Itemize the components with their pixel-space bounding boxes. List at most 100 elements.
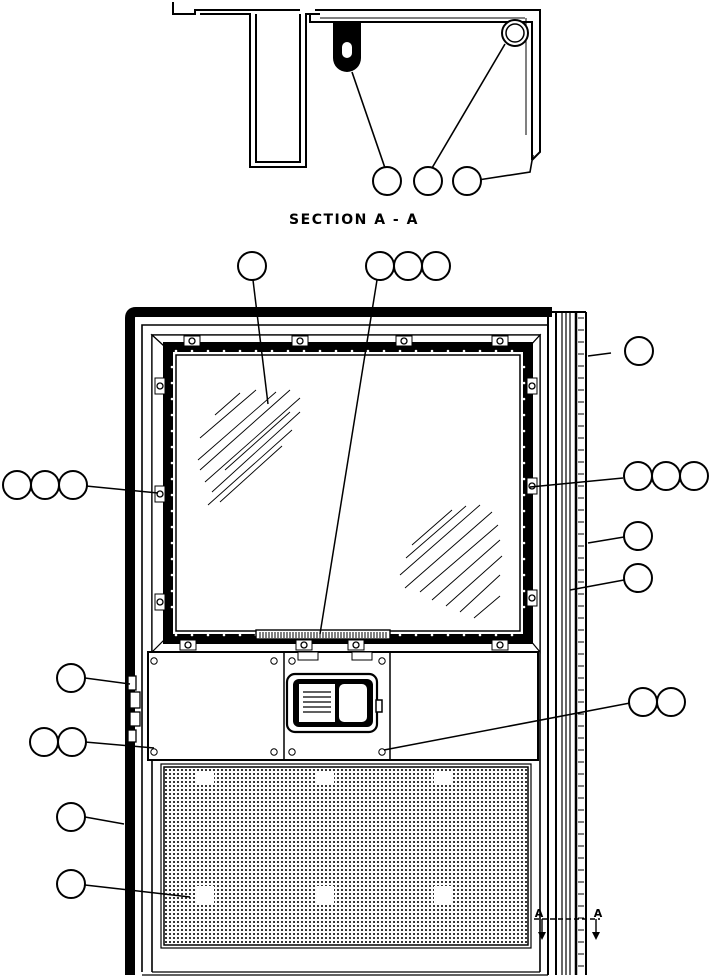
callout-bubble <box>58 470 88 500</box>
frame-screw <box>400 337 408 345</box>
gasket-rivet <box>522 541 526 545</box>
callout-bubble <box>623 521 653 551</box>
left-fastener-callout <box>2 470 88 500</box>
gasket-rivet <box>170 589 174 593</box>
door-edge-callout <box>56 802 86 832</box>
gasket-rivet <box>522 573 526 577</box>
callout-bubble <box>2 470 32 500</box>
leader-lines <box>84 279 631 898</box>
gasket-rivet <box>270 349 274 353</box>
gasket-rivet <box>170 461 174 465</box>
gasket-rivet <box>302 349 306 353</box>
panel-screw <box>270 748 278 756</box>
frame-screw <box>156 490 164 498</box>
section-a-a-detail <box>172 2 541 196</box>
callout-bubble <box>56 802 86 832</box>
gasket-rivet <box>170 509 174 513</box>
callout-bubble <box>413 166 443 196</box>
frame-screw <box>188 337 196 345</box>
panel-screw-right-callout <box>628 687 686 717</box>
gasket-rivet <box>170 525 174 529</box>
gasket-rivet <box>522 445 526 449</box>
door-elevation: A A <box>125 307 603 976</box>
gasket-rivet <box>206 633 210 637</box>
panel-screw <box>378 657 386 665</box>
section-marker-left: A <box>535 907 544 920</box>
callout-bubble <box>372 166 402 196</box>
gasket-rivet <box>190 633 194 637</box>
gasket-rivet <box>398 349 402 353</box>
gasket-rivet <box>478 349 482 353</box>
gasket-rivet <box>522 509 526 513</box>
section-title: SECTION A - A <box>289 212 419 228</box>
frame-screw <box>528 382 536 390</box>
gasket-rivet <box>522 525 526 529</box>
callout-bubble <box>623 461 653 491</box>
callout-bubble <box>651 461 681 491</box>
door-outer-edge <box>125 307 552 975</box>
gasket-rivet <box>366 349 370 353</box>
gasket-rivet <box>522 605 526 609</box>
callout-bubble <box>30 470 60 500</box>
gasket-rivet <box>170 381 174 385</box>
glass-callout <box>237 251 267 281</box>
gasket-rivet <box>510 349 514 353</box>
gasket-rivet <box>170 397 174 401</box>
callout-bubble <box>656 687 686 717</box>
section-latch-bolt <box>333 22 361 72</box>
panel-screw-left-callout <box>29 727 87 757</box>
side-latch-hardware <box>127 675 141 743</box>
section-hinge-pin <box>501 19 529 47</box>
gasket-rivet <box>522 557 526 561</box>
panel-screw <box>150 748 158 756</box>
callout-bubble <box>623 563 653 593</box>
vent-screen-callout <box>56 869 86 899</box>
bottom-frame-callout <box>365 251 451 281</box>
gasket-rivet <box>478 633 482 637</box>
frame-screw <box>184 641 192 649</box>
panel-screw <box>150 657 158 665</box>
gasket-rivet <box>522 589 526 593</box>
window-frame <box>150 333 542 654</box>
callout-bubble <box>624 336 654 366</box>
callout-bubble <box>57 727 87 757</box>
callout-bubble <box>393 251 423 281</box>
frame-fastener-tabs <box>154 335 538 651</box>
hinge-strip-callout-top <box>624 336 654 366</box>
panel-screw <box>270 657 278 665</box>
vent-screen <box>160 763 532 949</box>
gasket-rivet <box>522 477 526 481</box>
gasket-rivet <box>494 633 498 637</box>
callout-bubble <box>365 251 395 281</box>
frame-screw <box>156 382 164 390</box>
panel-screw <box>378 748 386 756</box>
gasket-rivet <box>170 605 174 609</box>
frame-screw <box>496 337 504 345</box>
panel-screw <box>288 748 296 756</box>
gasket-rivet <box>174 349 178 353</box>
gasket-rivet <box>414 633 418 637</box>
callout-bubble <box>29 727 59 757</box>
gasket-rivet <box>462 349 466 353</box>
frame-screw <box>300 641 308 649</box>
gasket-rivet <box>522 381 526 385</box>
gasket-rivet <box>222 349 226 353</box>
callout-bubble <box>452 166 482 196</box>
gasket-rivet <box>170 477 174 481</box>
callout-bubble <box>237 251 267 281</box>
gasket-rivet <box>334 349 338 353</box>
gasket-rivet <box>522 365 526 369</box>
glass-pane <box>197 389 503 619</box>
gasket-rivet <box>170 413 174 417</box>
gasket-rivet <box>318 349 322 353</box>
frame-screw <box>156 598 164 606</box>
callout-bubble <box>56 663 86 693</box>
latch-handle <box>285 672 383 734</box>
gasket-rivet <box>170 365 174 369</box>
frame-screw <box>352 641 360 649</box>
latch-side-callout <box>56 663 86 693</box>
gasket-rivet <box>350 349 354 353</box>
gasket-rivet <box>170 445 174 449</box>
gasket-rivet <box>190 349 194 353</box>
